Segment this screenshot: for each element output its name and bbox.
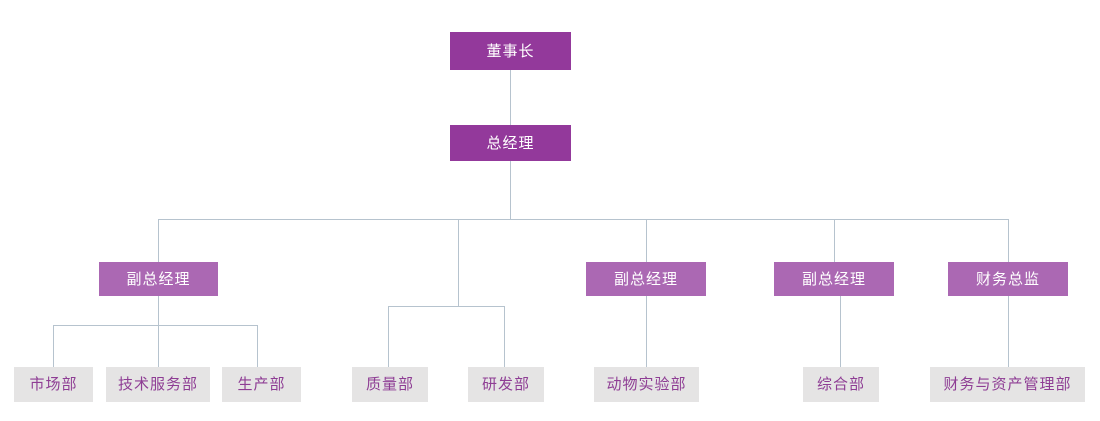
connector-main-bus [158, 219, 1009, 220]
node-deputy-gm-2-label: 副总经理 [613, 270, 678, 288]
node-general-manager[interactable]: 总经理 [450, 125, 571, 161]
node-general-manager-label: 总经理 [486, 134, 535, 152]
connector-sub-bus-branch-2 [388, 306, 505, 307]
connector-sub-bus-to-quality-dept [388, 306, 389, 367]
node-quality-dept[interactable]: 质量部 [352, 367, 428, 402]
node-cfo[interactable]: 财务总监 [948, 262, 1068, 296]
connector-bus-to-quality-rd-branch [458, 219, 459, 306]
node-cfo-label: 财务总监 [975, 270, 1040, 288]
connector-deputy-gm-2-to-animal-lab-dept [646, 296, 647, 367]
connector-sub-bus-to-production-dept [257, 325, 258, 367]
connector-gm-down [510, 160, 511, 219]
connector-bus-to-deputy-gm-1 [158, 219, 159, 262]
node-deputy-gm-1[interactable]: 副总经理 [99, 262, 218, 296]
connector-sub-bus-to-market-dept [53, 325, 54, 367]
node-deputy-gm-3-label: 副总经理 [801, 270, 866, 288]
node-chairman[interactable]: 董事长 [450, 32, 571, 70]
node-animal-lab-dept-label: 动物实验部 [606, 376, 687, 393]
node-animal-lab-dept[interactable]: 动物实验部 [594, 367, 699, 402]
node-finance-asset-dept-label: 财务与资产管理部 [943, 376, 1072, 393]
node-deputy-gm-3[interactable]: 副总经理 [774, 262, 894, 296]
node-rd-dept[interactable]: 研发部 [468, 367, 544, 402]
connector-sub-bus-to-tech-service-dept [158, 325, 159, 367]
node-quality-dept-label: 质量部 [365, 376, 414, 393]
node-tech-service-dept[interactable]: 技术服务部 [106, 367, 210, 402]
connector-deputy-gm-3-to-general-affairs-dept [840, 296, 841, 367]
node-general-affairs-dept-label: 综合部 [816, 376, 865, 393]
node-deputy-gm-1-label: 副总经理 [126, 270, 191, 288]
connector-sub-bus-to-rd-dept [504, 306, 505, 367]
connector-sub-bus-branch-1 [53, 325, 258, 326]
connector-cfo-to-finance-asset-dept [1008, 296, 1009, 367]
connector-bus-to-deputy-gm-2 [646, 219, 647, 262]
node-deputy-gm-2[interactable]: 副总经理 [586, 262, 706, 296]
node-chairman-label: 董事长 [486, 42, 535, 60]
connector-chairman-to-gm [510, 70, 511, 125]
node-finance-asset-dept[interactable]: 财务与资产管理部 [930, 367, 1085, 402]
node-production-dept[interactable]: 生产部 [222, 367, 301, 402]
connector-bus-to-deputy-gm-3 [834, 219, 835, 262]
node-market-dept-label: 市场部 [29, 376, 78, 393]
node-market-dept[interactable]: 市场部 [14, 367, 93, 402]
node-production-dept-label: 生产部 [237, 376, 286, 393]
node-general-affairs-dept[interactable]: 综合部 [803, 367, 879, 402]
node-rd-dept-label: 研发部 [481, 376, 530, 393]
node-tech-service-dept-label: 技术服务部 [117, 376, 198, 393]
connector-deputy-gm-1-down [158, 296, 159, 325]
connector-bus-to-cfo [1008, 219, 1009, 262]
